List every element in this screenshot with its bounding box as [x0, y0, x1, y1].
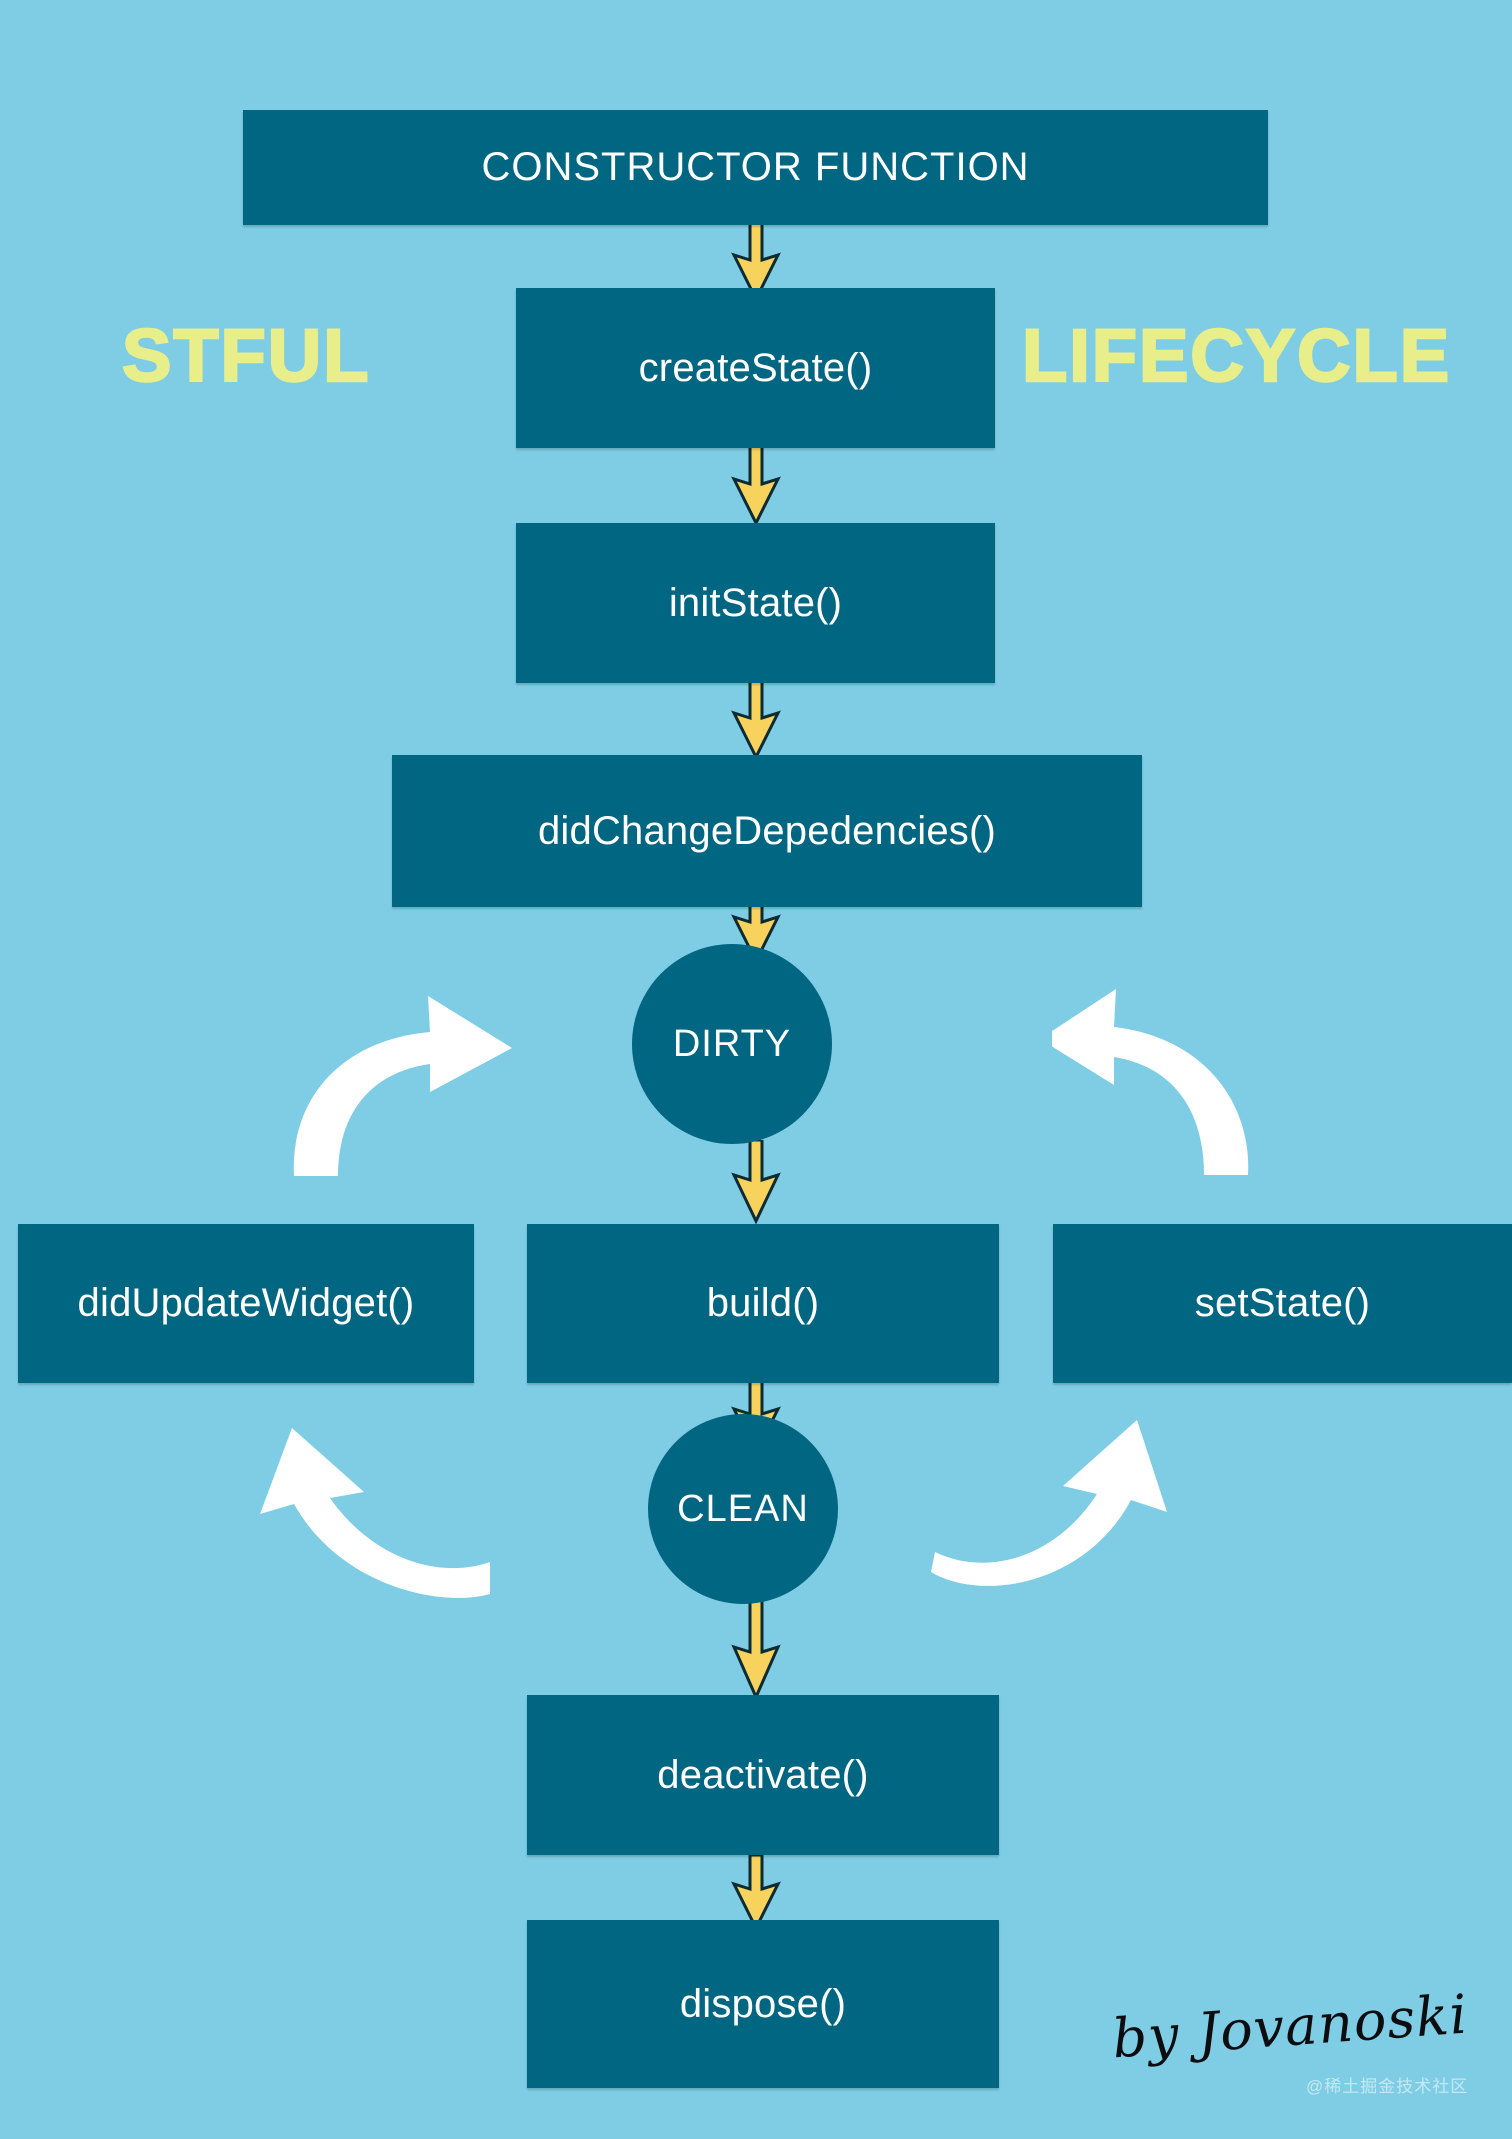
node-deactivate[interactable]: deactivate()	[527, 1695, 999, 1855]
curve-clean-to-setstate	[931, 1420, 1167, 1586]
node-dispose[interactable]: dispose()	[527, 1920, 999, 2088]
decorative-word-stful: STFUL	[121, 313, 371, 399]
site-watermark: @稀土掘金技术社区	[1306, 2077, 1469, 2096]
arrow-constructor-to-createstate	[731, 222, 781, 302]
curve-setstate-to-dirty	[1052, 989, 1249, 1175]
arrow-deactivate-to-dispose	[731, 1855, 781, 1932]
arrow-initstate-to-diddeps	[731, 680, 781, 760]
curve-didupdatewidget-to-dirty	[293, 996, 512, 1176]
arrow-createstate-to-initstate	[731, 446, 781, 526]
node-did-update-widget[interactable]: didUpdateWidget()	[18, 1224, 474, 1383]
author-signature: by Jovanoski	[1110, 1982, 1470, 2071]
node-init-state[interactable]: initState()	[516, 523, 995, 683]
arrow-dirty-to-build	[731, 1140, 781, 1225]
arrow-clean-to-deactivate	[731, 1600, 781, 1700]
node-state-clean[interactable]: CLEAN	[648, 1414, 838, 1604]
node-set-state[interactable]: setState()	[1053, 1224, 1512, 1383]
node-state-dirty[interactable]: DIRTY	[632, 944, 832, 1144]
node-did-change-dependencies[interactable]: didChangeDepedencies()	[392, 755, 1142, 907]
decorative-word-lifecycle: LIFECYCLE	[1021, 313, 1452, 399]
node-build[interactable]: build()	[527, 1224, 999, 1383]
curve-clean-to-didupdatewidget	[260, 1428, 490, 1598]
node-create-state[interactable]: createState()	[516, 288, 995, 448]
node-constructor-function[interactable]: CONSTRUCTOR FUNCTION	[243, 110, 1268, 225]
